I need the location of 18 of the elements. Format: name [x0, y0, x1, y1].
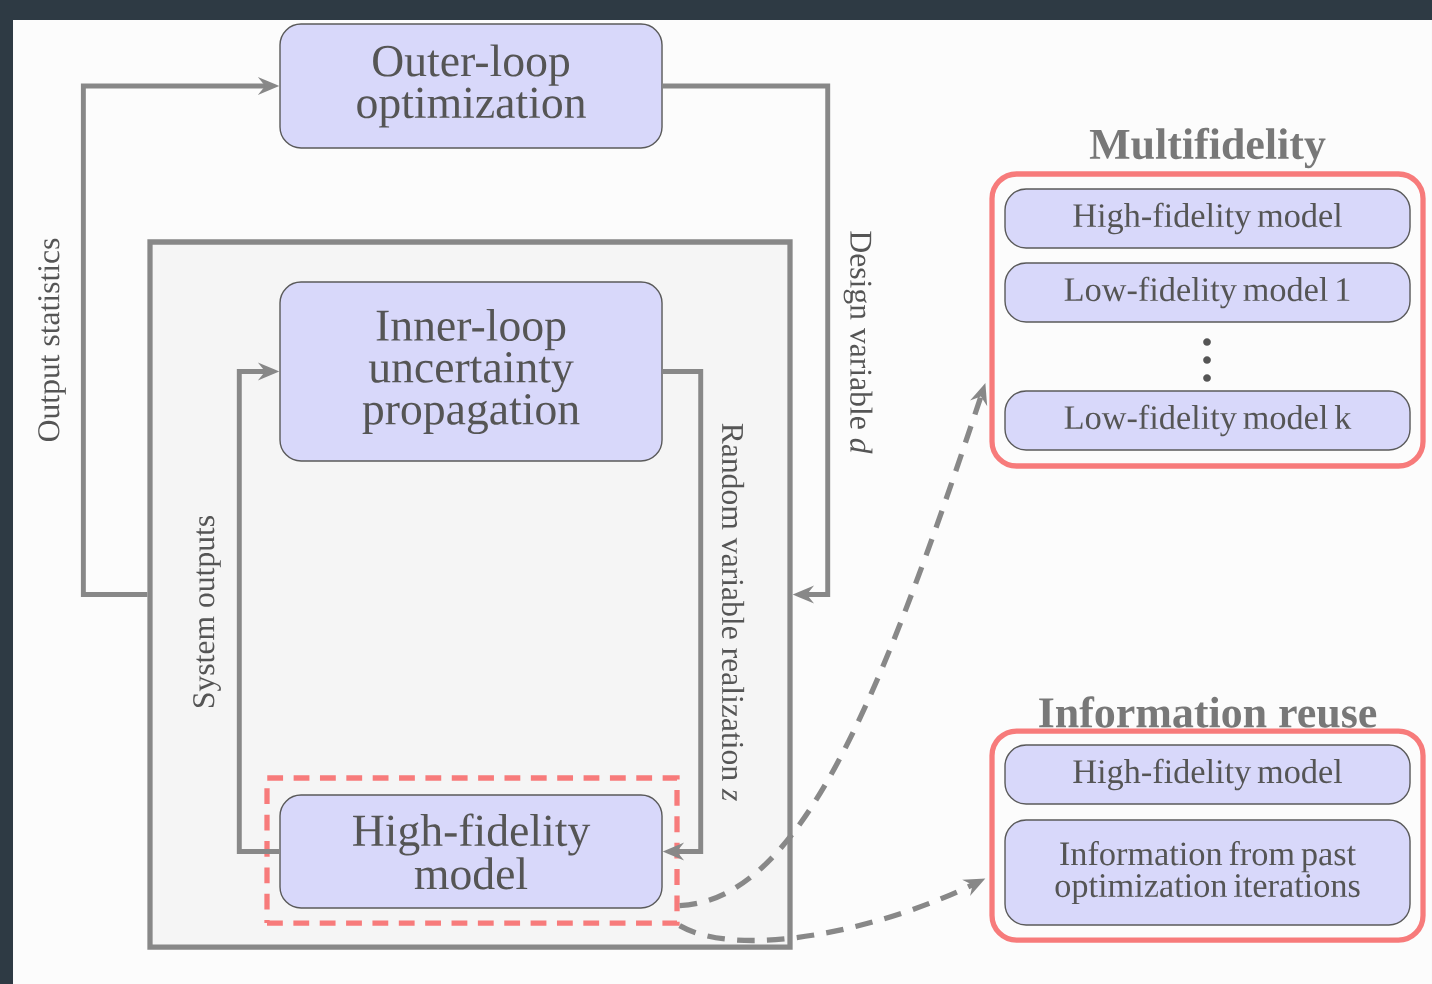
- edge-label: Output statistics: [38, 238, 66, 442]
- edge-label: System outputs: [193, 516, 221, 707]
- dashed-frame: [264, 775, 680, 926]
- process-box: High-fidelity model: [1004, 744, 1411, 805]
- edge-label: Design variable d: [843, 231, 873, 454]
- arrow: [662, 369, 704, 861]
- arrow: [662, 83, 831, 604]
- process-box: Inner-loop uncertainty propagation: [279, 281, 663, 462]
- process-box: High-fidelity model: [1004, 188, 1411, 249]
- node-label: Multifidelity: [1089, 127, 1326, 169]
- process-box: High-fidelity model: [279, 794, 663, 909]
- edge-label: Random variable realization z: [721, 423, 745, 801]
- process-box: Low-fidelity model k: [1004, 390, 1411, 451]
- process-box: Low-fidelity model 1: [1004, 262, 1411, 323]
- node-label: Information reuse: [1039, 696, 1377, 728]
- process-box: Information from past optimization iterations: [1004, 819, 1411, 926]
- process-box: Outer-loop optimization: [279, 23, 663, 149]
- arrow: [236, 362, 280, 854]
